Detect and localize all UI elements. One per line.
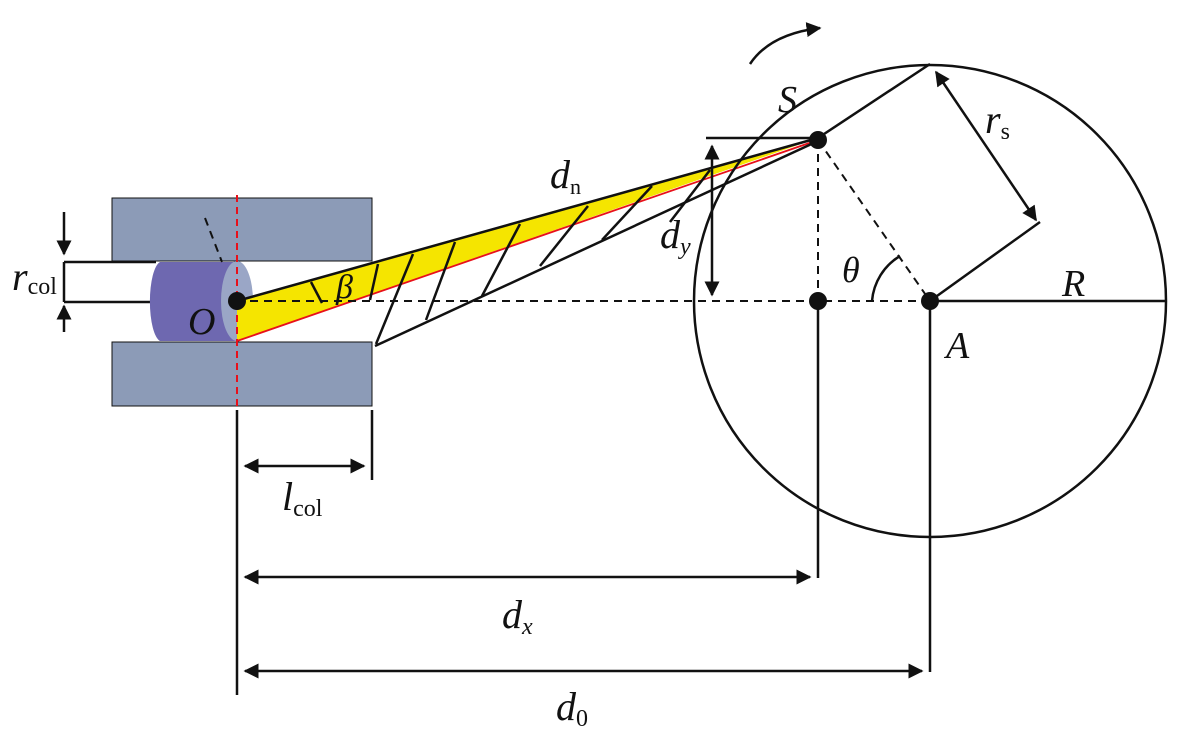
point-o: [228, 292, 246, 310]
label-l-col: lcol: [282, 474, 323, 522]
cone-upper-line: [236, 136, 819, 303]
beam-edge-red: [236, 139, 819, 342]
cone-lower-line: [374, 139, 819, 348]
theta-arc: [870, 254, 901, 302]
label-o: O: [188, 301, 215, 343]
point-a: [921, 292, 939, 310]
label-a: A: [943, 325, 970, 367]
rotation-arrow-icon: [748, 22, 822, 65]
label-r-col: rcol: [12, 254, 57, 300]
s-to-corner: [817, 62, 931, 140]
collimator-upper-plate: [111, 197, 373, 262]
label-r-s: rs: [985, 97, 1010, 145]
label-beta: β: [335, 269, 353, 306]
label-d-n: dn: [550, 152, 581, 199]
hatch-lines: [309, 169, 711, 345]
label-s: S: [778, 79, 797, 121]
angle-tick-dashed: [204, 217, 223, 263]
rs-dimension: [934, 70, 1038, 222]
point-s-projection: [809, 292, 827, 310]
label-r: R: [1061, 263, 1085, 305]
label-d-x: dx: [502, 592, 533, 640]
cylinder-body: [149, 262, 237, 341]
label-d-y: dy: [660, 212, 691, 260]
a-to-corner: [929, 220, 1041, 303]
point-s: [809, 131, 827, 149]
label-d-0: d0: [556, 684, 588, 732]
collimator-lower-plate: [111, 341, 373, 407]
label-theta: θ: [842, 250, 860, 290]
s-to-a-dashed: [817, 139, 931, 302]
